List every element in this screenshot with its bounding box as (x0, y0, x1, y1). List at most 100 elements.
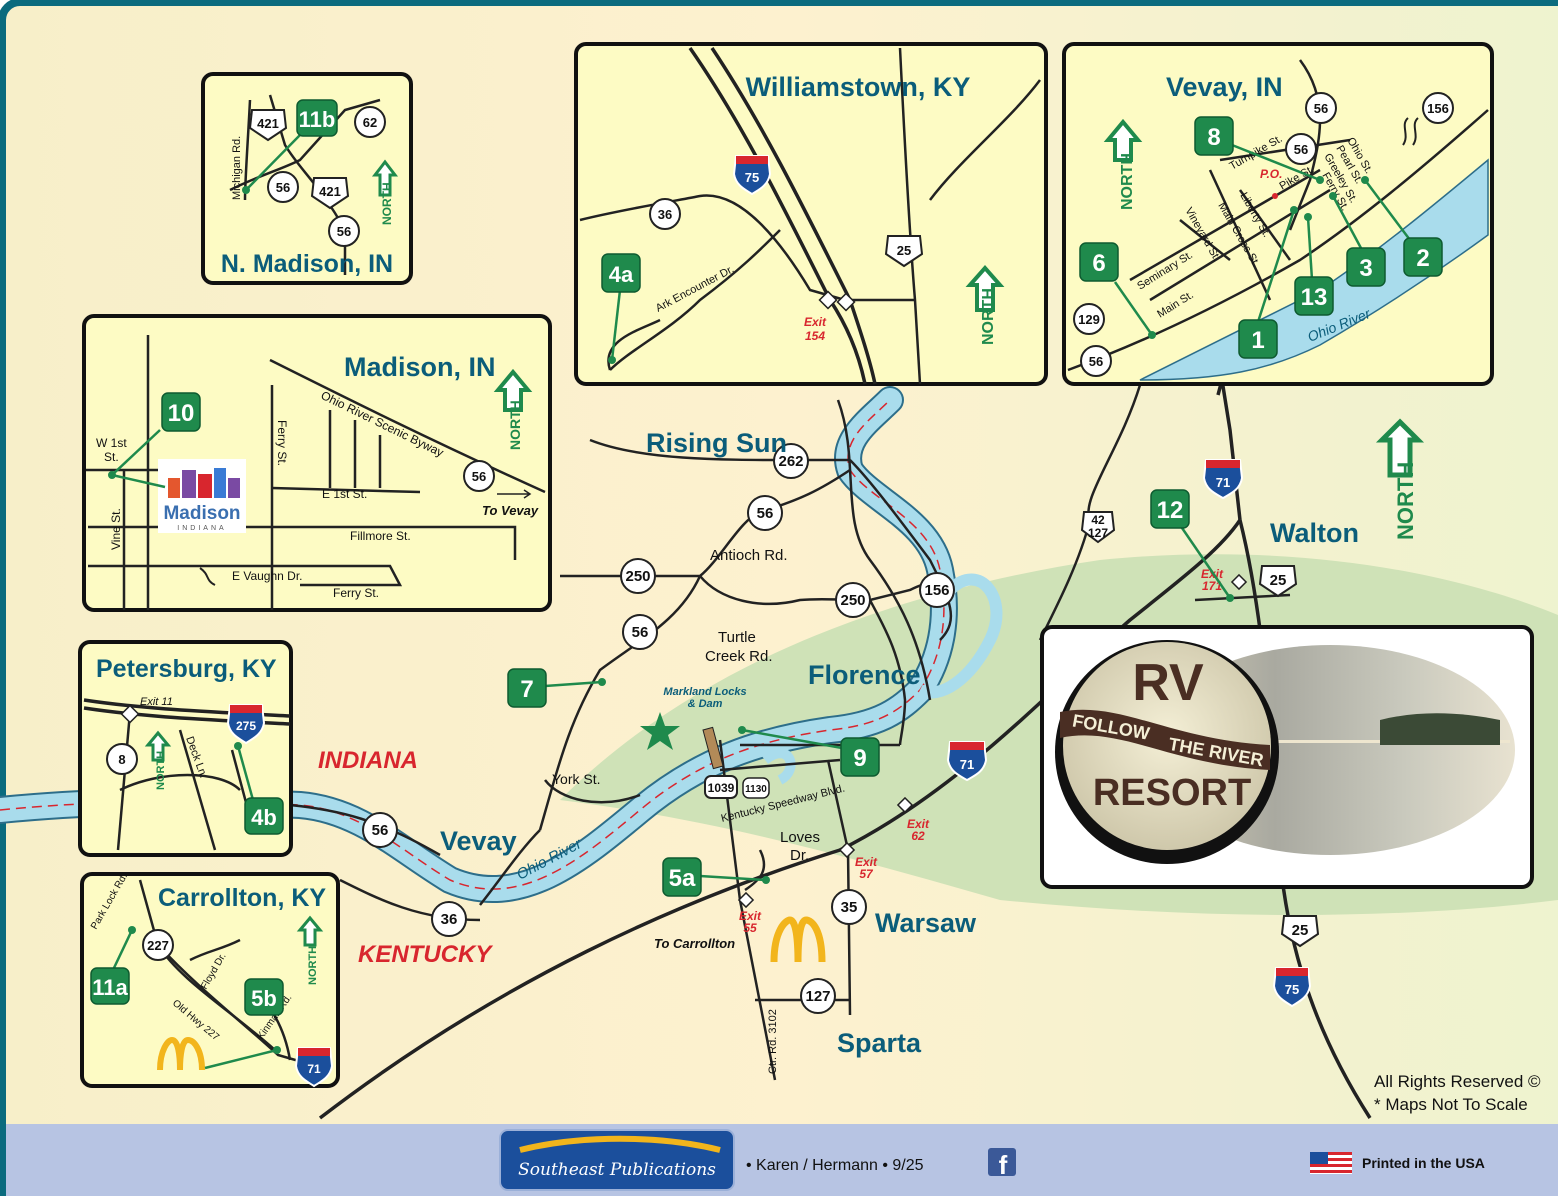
svg-text:Exit: Exit (907, 817, 930, 831)
svg-text:Southeast Publications: Southeast Publications (518, 1160, 716, 1180)
scale-note: * Maps Not To Scale (1374, 1095, 1528, 1114)
svg-text:NORTH: NORTH (507, 400, 523, 450)
state-kentucky: KENTUCKY (358, 941, 493, 968)
svg-text:2: 2 (1416, 245, 1429, 272)
inset-north-madison: Michigan Rd. 421 62 56 421 56 11b NORTH … (201, 72, 413, 285)
svg-text:56: 56 (276, 180, 290, 195)
location-marker-13[interactable]: 13 (1294, 276, 1334, 316)
svg-text:NORTH: NORTH (980, 288, 997, 345)
town-walton: Walton (1270, 518, 1359, 548)
town-vevay: Vevay (440, 826, 517, 856)
svg-text:St.: St. (104, 450, 119, 464)
location-marker-1[interactable]: 1 (1238, 319, 1278, 359)
route-127: 127 (805, 988, 830, 1005)
route-56: 56 (632, 624, 649, 641)
svg-text:To Vevay: To Vevay (482, 503, 539, 518)
svg-text:E 1st St.: E 1st St. (322, 487, 367, 501)
svg-text:13: 13 (1301, 284, 1328, 311)
svg-text:25: 25 (897, 243, 911, 258)
svg-text:154: 154 (805, 329, 825, 343)
route-56: 56 (372, 822, 389, 839)
svg-text:71: 71 (960, 757, 974, 772)
location-marker-12[interactable]: 12 (1150, 489, 1234, 602)
svg-text:NORTH: NORTH (1119, 153, 1136, 210)
publisher-logo[interactable]: Southeast Publications (499, 1129, 735, 1191)
route-156: 156 (924, 582, 949, 599)
svg-text:75: 75 (1285, 982, 1299, 997)
svg-text:62: 62 (911, 829, 925, 843)
tributary (917, 573, 1003, 699)
location-marker-8[interactable]: 8 (1194, 116, 1234, 156)
svg-text:York St.: York St. (552, 771, 601, 787)
svg-text:Markland Locks: Markland Locks (663, 686, 746, 698)
location-marker-4b[interactable]: 4b (244, 797, 284, 835)
town-rising-sun: Rising Sun (646, 428, 787, 458)
route-127: 127 (1088, 526, 1108, 540)
svg-text:Fillmore St.: Fillmore St. (350, 529, 411, 543)
location-marker-2[interactable]: 2 (1403, 237, 1443, 277)
svg-text:W 1st: W 1st (96, 436, 127, 450)
svg-text:NORTH: NORTH (380, 182, 394, 225)
us-flag-icon (1310, 1152, 1352, 1174)
main-route-shields: 262 56 250 56 250 156 1039 1130 56 36 35… (362, 443, 1320, 1014)
svg-text:75: 75 (745, 170, 759, 185)
svg-text:227: 227 (147, 938, 169, 953)
location-marker-5a[interactable]: 5a (662, 857, 770, 897)
location-marker-10[interactable]: 10 (161, 392, 201, 432)
svg-text:E Vaughn Dr.: E Vaughn Dr. (232, 569, 303, 583)
location-marker-4a[interactable]: 4a (601, 253, 641, 293)
svg-text:421: 421 (319, 184, 341, 199)
svg-text:Turtle: Turtle (718, 629, 756, 646)
route-262: 262 (778, 453, 803, 470)
town-sparta: Sparta (837, 1028, 922, 1058)
svg-text:275: 275 (236, 719, 256, 733)
svg-text:Vine St.: Vine St. (109, 508, 123, 550)
location-marker-7[interactable]: 7 (507, 668, 606, 708)
svg-text:To Carrollton: To Carrollton (654, 936, 735, 951)
rv-resort-ad[interactable]: RV FOLLOW THE RIVER RESORT (1040, 625, 1534, 889)
svg-text:6: 6 (1092, 250, 1105, 277)
svg-text:156: 156 (1427, 101, 1449, 116)
svg-text:71: 71 (1216, 475, 1230, 490)
inset-title-north-madison: N. Madison, IN (221, 250, 393, 278)
svg-text:5b: 5b (251, 986, 277, 1011)
svg-text:129: 129 (1078, 312, 1100, 327)
svg-text:9: 9 (853, 745, 866, 772)
inset-vevay: 56 156 56 129 56 Ohio St. Pearl St. Gree… (1062, 42, 1494, 386)
location-marker-6[interactable]: 6 (1079, 242, 1119, 282)
svg-text:Loves: Loves (780, 829, 820, 846)
inset-madison: 56 W 1st St. Vine St. Ferry St. Ohio Riv… (82, 314, 552, 612)
svg-text:Michigan Rd.: Michigan Rd. (231, 136, 243, 200)
interstate-71-shield: 71 (1202, 459, 1244, 500)
svg-text:56: 56 (472, 469, 486, 484)
svg-text:3: 3 (1359, 255, 1372, 282)
inset-title-carrollton: Carrollton, KY (158, 884, 326, 912)
svg-text:36: 36 (658, 207, 672, 222)
location-marker-11a[interactable]: 11a (90, 967, 130, 1005)
svg-text:11a: 11a (92, 975, 128, 1000)
svg-text:Ferry St.: Ferry St. (333, 586, 379, 600)
location-marker-3[interactable]: 3 (1346, 247, 1386, 287)
svg-text:NORTH: NORTH (155, 751, 167, 790)
svg-text:NORTH: NORTH (307, 946, 319, 985)
route-36: 36 (441, 911, 458, 928)
location-marker-9[interactable]: 9 (738, 726, 880, 777)
route-1130: 1130 (745, 784, 767, 795)
location-marker-11b[interactable]: 11b (296, 99, 338, 137)
inset-title-williamstown: Williamstown, KY (746, 72, 971, 102)
svg-text:56: 56 (1089, 354, 1103, 369)
svg-text:10: 10 (168, 400, 195, 427)
location-marker-5b[interactable]: 5b (244, 978, 284, 1016)
facebook-icon[interactable]: f (988, 1148, 1016, 1180)
svg-text:4a: 4a (609, 262, 634, 287)
inset-title-vevay: Vevay, IN (1166, 72, 1283, 102)
dam-icon (702, 726, 724, 770)
inset-title-madison: Madison, IN (344, 352, 496, 382)
svg-text:Exit: Exit (804, 315, 827, 329)
svg-text:Exit 11: Exit 11 (140, 696, 173, 708)
inset-carrollton: 227 71 Park Lock Rd. Floyd Dr. Old Hwy 2… (80, 872, 340, 1088)
north-arrow-main: NORTH (1375, 418, 1425, 540)
svg-text:71: 71 (307, 1062, 321, 1076)
svg-text:62: 62 (363, 115, 377, 130)
